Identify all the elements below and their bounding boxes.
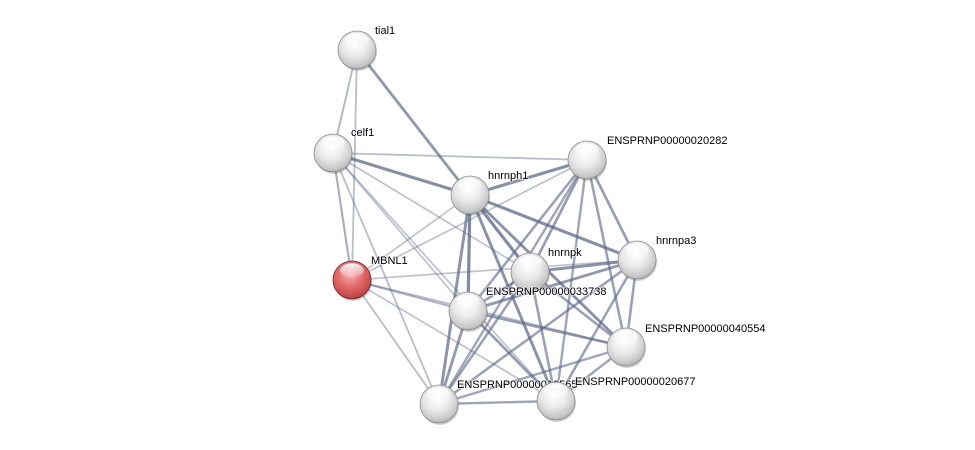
node-ENSPRNP00000020677[interactable]	[536, 381, 576, 422]
node-label-tial1: tial1	[375, 25, 395, 37]
node-label-celf1: celf1	[351, 127, 374, 139]
node-hnrnpa3[interactable]	[617, 240, 657, 281]
sphere-highlight	[625, 243, 649, 258]
edge-ENSPRNP00000033738-ENSPRNP00000040554[interactable]	[466, 309, 628, 349]
edge-hnrnpk-ENSPRNP00000019565[interactable]	[437, 270, 532, 406]
edge-celf1-hnrnph1[interactable]	[331, 151, 472, 197]
node-label-ENSPRNP00000020282: ENSPRNP00000020282	[607, 135, 727, 147]
node-label-ENSPRNP00000020677: ENSPRNP00000020677	[575, 376, 695, 388]
edge-MBNL1-ENSPRNP00000033738[interactable]	[350, 278, 470, 313]
edge-hnrnpa3-ENSPRNP00000033738[interactable]	[466, 258, 639, 313]
edge-ENSPRNP00000040554-ENSPRNP00000019565[interactable]	[437, 345, 628, 406]
edge-tial1-hnrnph1[interactable]	[355, 48, 472, 197]
sphere-highlight	[321, 136, 345, 151]
node-tial1[interactable]	[337, 30, 377, 71]
node-hnrnph1[interactable]	[450, 175, 490, 216]
edge-hnrnph1-ENSPRNP00000020282[interactable]	[468, 158, 589, 197]
sphere-highlight	[340, 263, 364, 278]
node-MBNL1[interactable]	[332, 260, 372, 301]
edge-celf1-ENSPRNP00000020677[interactable]	[332, 152, 557, 402]
edge-celf1-ENSPRNP00000020282[interactable]	[332, 152, 588, 161]
sphere-highlight	[614, 330, 638, 345]
edge-ENSPRNP00000019565-ENSPRNP00000020677[interactable]	[437, 399, 558, 406]
edge-celf1-MBNL1[interactable]	[331, 151, 354, 282]
nodes-layer	[313, 30, 657, 425]
edge-celf1-hnrnpk[interactable]	[332, 152, 531, 273]
edge-MBNL1-ENSPRNP00000020677[interactable]	[351, 279, 557, 402]
edge-celf1-ENSPRNP00000033738[interactable]	[332, 152, 469, 312]
node-label-hnrnph1: hnrnph1	[488, 170, 528, 182]
node-label-MBNL1: MBNL1	[371, 255, 408, 267]
edge-tial1-MBNL1[interactable]	[351, 49, 358, 281]
node-ENSPRNP00000033738[interactable]	[448, 291, 488, 332]
sphere-highlight	[575, 143, 599, 158]
node-hnrnpk[interactable]	[510, 252, 550, 293]
node-label-hnrnpk: hnrnpk	[548, 247, 582, 259]
edge-ENSPRNP00000033738-ENSPRNP00000020677[interactable]	[466, 309, 558, 403]
node-ENSPRNP00000040554[interactable]	[606, 327, 646, 368]
edge-ENSPRNP00000020282-ENSPRNP00000040554[interactable]	[585, 158, 628, 349]
edge-hnrnpk-ENSPRNP00000040554[interactable]	[528, 270, 628, 349]
sphere-highlight	[544, 384, 568, 399]
node-ENSPRNP00000019565[interactable]	[419, 384, 459, 425]
edge-ENSPRNP00000020282-hnrnpk[interactable]	[528, 158, 589, 274]
node-ENSPRNP00000020282[interactable]	[567, 140, 607, 181]
sphere-highlight	[427, 387, 451, 402]
edges-layer	[331, 48, 639, 406]
sphere-highlight	[518, 255, 542, 270]
sphere-highlight	[458, 178, 482, 193]
node-celf1[interactable]	[313, 133, 353, 174]
edge-celf1-ENSPRNP00000019565[interactable]	[332, 152, 440, 405]
node-label-ENSPRNP00000033738: ENSPRNP00000033738	[486, 286, 606, 298]
edge-hnrnpk-ENSPRNP00000020677[interactable]	[528, 270, 558, 403]
edge-ENSPRNP00000020282-ENSPRNP00000033738[interactable]	[466, 158, 589, 313]
sphere-highlight	[345, 33, 369, 48]
node-label-ENSPRNP00000040554: ENSPRNP00000040554	[645, 323, 765, 335]
node-label-hnrnpa3: hnrnpa3	[656, 235, 696, 247]
edge-MBNL1-hnrnpa3[interactable]	[351, 259, 638, 281]
edge-MBNL1-hnrnph1[interactable]	[351, 194, 471, 281]
edge-hnrnpa3-ENSPRNP00000019565[interactable]	[437, 258, 639, 406]
edge-hnrnpa3-ENSPRNP00000020677[interactable]	[554, 258, 639, 403]
edge-MBNL1-ENSPRNP00000019565[interactable]	[351, 279, 440, 405]
sphere-highlight	[456, 294, 480, 309]
